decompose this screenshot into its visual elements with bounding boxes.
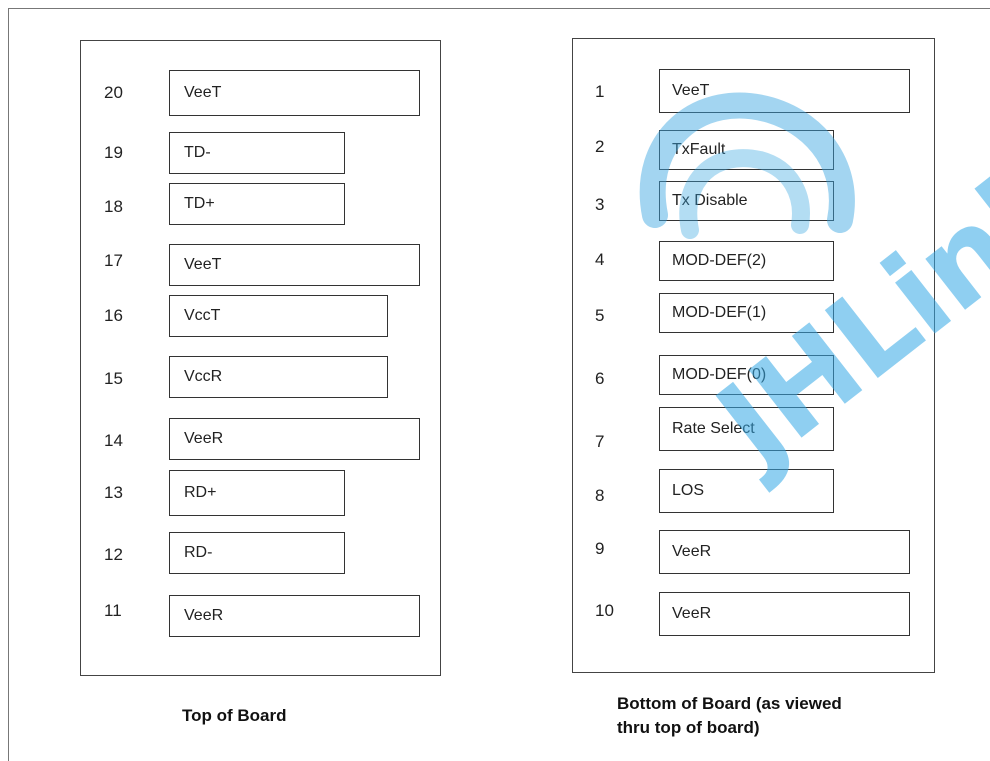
top-of-board-caption: Top of Board (182, 704, 287, 728)
pin-label-box: VccR (169, 356, 388, 398)
pin-label-box: Tx Disable (659, 181, 834, 221)
pin-label: VeeR (672, 605, 712, 622)
pin-label: VeeT (672, 82, 710, 99)
pin-label-box: TD+ (169, 183, 345, 225)
pin-number: 7 (595, 432, 605, 451)
pin-label-box: VeeR (169, 418, 420, 460)
pin-label: VccR (184, 368, 223, 385)
pin-number: 10 (595, 601, 614, 620)
pin-label: LOS (672, 482, 705, 499)
pin-label: RD+ (184, 484, 217, 501)
pin-label-box: RD- (169, 532, 345, 574)
pin-label-box: TD- (169, 132, 345, 174)
pin-number: 9 (595, 539, 605, 558)
pin-label-box: Rate Select (659, 407, 834, 451)
pin-number: 11 (104, 601, 122, 620)
pin-label-box: MOD-DEF(2) (659, 241, 834, 281)
pin-label-box: VeeR (169, 595, 420, 637)
pin-number: 17 (104, 251, 123, 270)
pin-number: 1 (595, 82, 605, 101)
pin-label-box: RD+ (169, 470, 345, 516)
pin-number: 5 (595, 306, 605, 325)
top-of-board-panel: 20 VeeT 19 TD- 18 TD+ 17 VeeT 16 VccT 15… (80, 40, 441, 676)
pin-label: VeeR (672, 543, 712, 560)
frame-top-line (8, 8, 990, 9)
bottom-of-board-panel: 1 VeeT 2 TxFault 3 Tx Disable 4 MOD-DEF(… (572, 38, 935, 673)
pin-number: 13 (104, 483, 123, 502)
pin-number: 20 (104, 83, 123, 102)
pin-label-box: VccT (169, 295, 388, 337)
pin-number: 18 (104, 197, 123, 216)
pin-number: 3 (595, 195, 605, 214)
pin-label: VeeT (184, 84, 222, 101)
pin-label-box: MOD-DEF(0) (659, 355, 834, 395)
pin-label-box: VeeT (169, 244, 420, 286)
pin-label-box: VeeT (169, 70, 420, 116)
caption-line-1: Bottom of Board (as viewed (617, 694, 842, 713)
pin-label-box: TxFault (659, 130, 834, 170)
pin-label-box: MOD-DEF(1) (659, 293, 834, 333)
pin-label: TD- (184, 144, 211, 161)
pin-label: TxFault (672, 141, 726, 158)
pin-number: 4 (595, 250, 605, 269)
pin-number: 19 (104, 143, 123, 162)
pin-label: VeeT (184, 256, 222, 273)
pin-number: 15 (104, 369, 123, 388)
pin-label: RD- (184, 544, 213, 561)
pin-number: 14 (104, 431, 123, 450)
pin-label-box: LOS (659, 469, 834, 513)
pin-label: VeeR (184, 607, 224, 624)
frame-left-line (8, 8, 9, 761)
pin-label: MOD-DEF(0) (672, 366, 767, 383)
pin-label: TD+ (184, 195, 215, 212)
caption-line-2: thru top of board) (617, 718, 760, 737)
pin-label: Tx Disable (672, 192, 748, 209)
pin-number: 12 (104, 545, 123, 564)
pin-label: VccT (184, 307, 221, 324)
caption-text: Top of Board (182, 706, 287, 725)
pin-number: 2 (595, 137, 605, 156)
pin-number: 6 (595, 369, 605, 388)
pin-label: Rate Select (672, 420, 755, 437)
pin-label-box: VeeR (659, 530, 910, 574)
pin-label: MOD-DEF(1) (672, 304, 767, 321)
pin-label: VeeR (184, 430, 224, 447)
pin-label-box: VeeT (659, 69, 910, 113)
pin-label: MOD-DEF(2) (672, 252, 767, 269)
pin-label-box: VeeR (659, 592, 910, 636)
pin-number: 16 (104, 306, 123, 325)
bottom-of-board-caption: Bottom of Board (as viewed thru top of b… (617, 692, 842, 740)
pin-number: 8 (595, 486, 605, 505)
